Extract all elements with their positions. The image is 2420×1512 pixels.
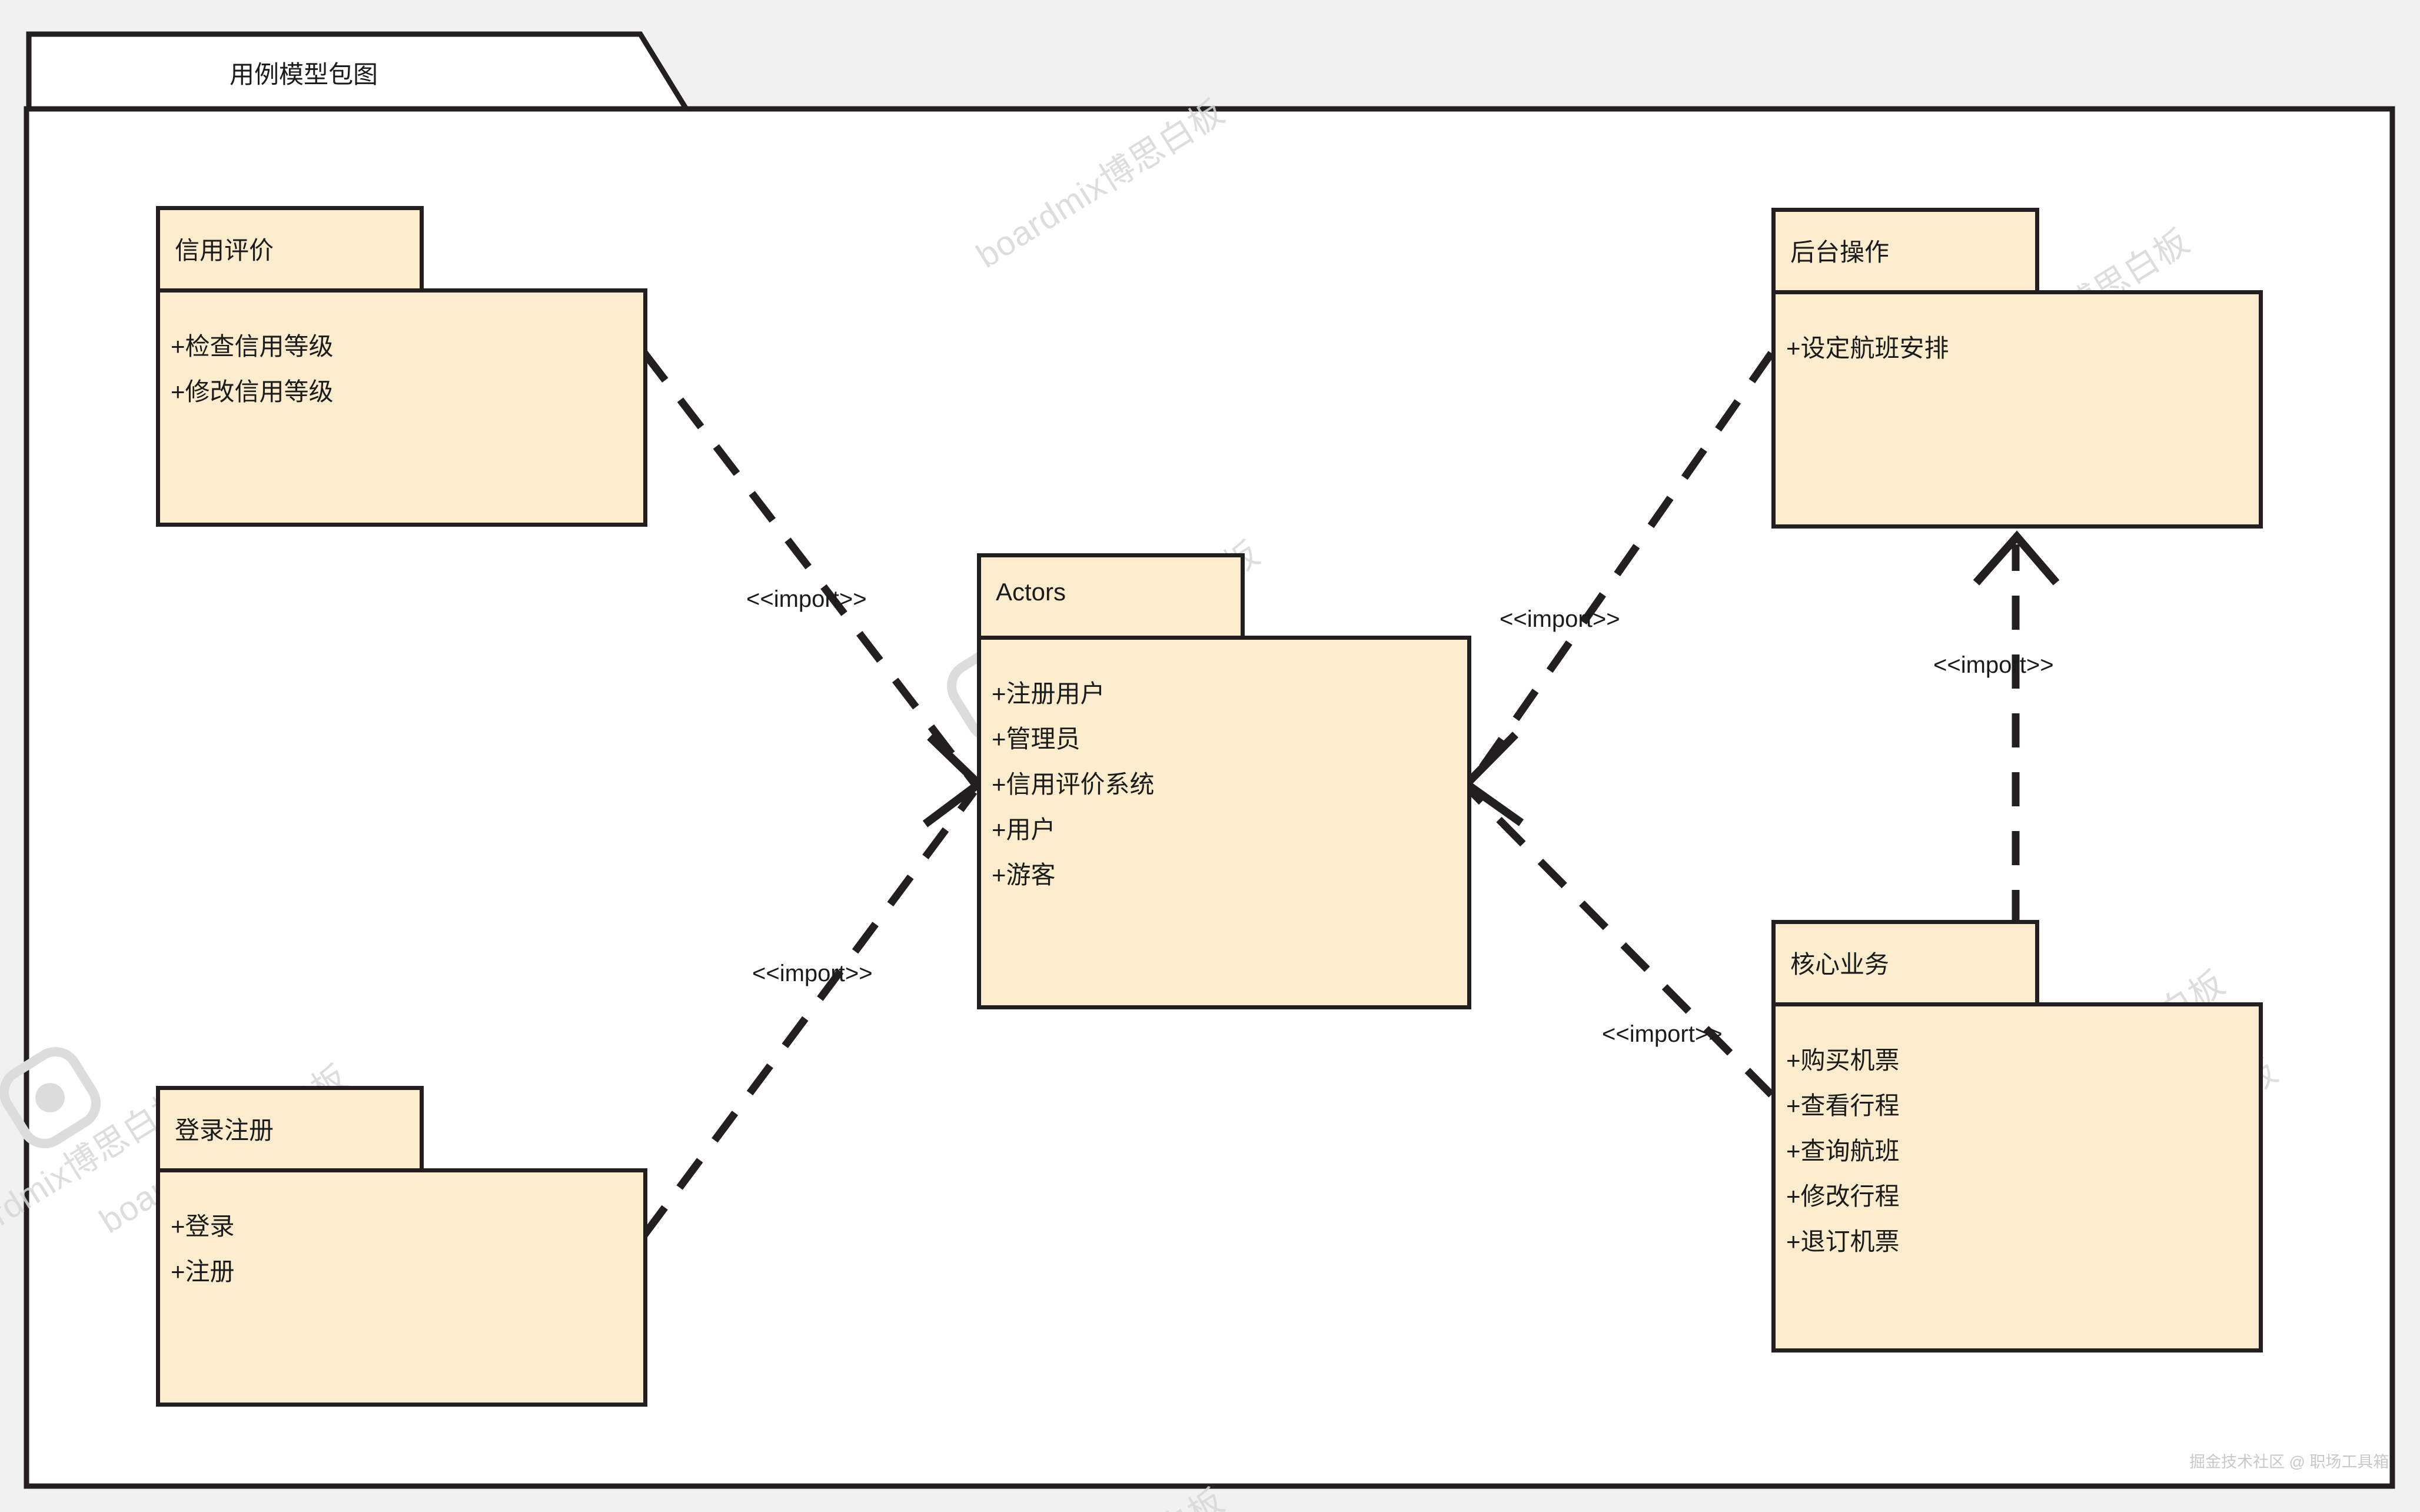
member-item: +查询航班 — [1786, 1137, 1900, 1165]
member-item: +查看行程 — [1786, 1092, 1900, 1119]
package-body — [1771, 290, 2263, 529]
package-body — [156, 1168, 647, 1407]
source-credit: 掘金技术社区 @ 职场工具箱 — [2189, 1453, 2389, 1471]
member-item: +修改行程 — [1786, 1182, 1900, 1210]
member-item: +注册 — [171, 1258, 235, 1285]
relation-core-to-backoffice — [1973, 530, 2060, 924]
member-item: +注册用户 — [992, 680, 1105, 707]
member-item: +修改信用等级 — [171, 378, 334, 406]
relation-label-backoffice-actors: <<import>> — [1500, 606, 1620, 632]
package-name: 登录注册 — [175, 1116, 274, 1144]
member-item: +登录 — [171, 1212, 235, 1240]
relation-label-core-backoffice: <<import>> — [1933, 652, 2054, 678]
package-body — [156, 288, 647, 527]
member-item: +管理员 — [992, 725, 1081, 753]
package-name: 核心业务 — [1790, 951, 1890, 978]
package-members: +登录 +注册 — [171, 1204, 235, 1294]
page-title: 用例模型包图 — [230, 61, 378, 88]
member-item: +退订机票 — [1786, 1228, 1900, 1255]
package-backoffice[interactable]: 后台操作 +设定航班安排 — [1771, 208, 2263, 529]
arrowhead-core-backoffice — [1973, 530, 2060, 586]
member-item: +购买机票 — [1786, 1046, 1900, 1074]
relation-core-to-actors — [1468, 789, 1774, 1098]
package-members: +注册用户 +管理员 +信用评价系统 +用户 +游客 — [992, 671, 1155, 898]
package-core[interactable]: 核心业务 +购买机票 +查看行程 +查询航班 +修改行程 +退订机票 — [1771, 920, 2263, 1353]
package-name: Actors — [996, 578, 1066, 606]
package-actors[interactable]: Actors +注册用户 +管理员 +信用评价系统 +用户 +游客 — [977, 553, 1471, 1009]
relation-label-credit-actors: <<import>> — [746, 586, 867, 612]
relation-auth-to-actors — [641, 789, 978, 1237]
member-item: +游客 — [992, 861, 1056, 889]
package-tab — [156, 206, 424, 293]
frame-title-tab — [26, 31, 692, 112]
member-item: +用户 — [992, 816, 1056, 843]
package-members: +设定航班安排 — [1786, 325, 1949, 371]
member-item: +信用评价系统 — [992, 770, 1155, 798]
relation-label-auth-actors: <<import>> — [752, 961, 873, 986]
relation-label-core-actors: <<import>> — [1602, 1021, 1723, 1047]
package-tab — [1771, 208, 2039, 294]
package-credit[interactable]: 信用评价 +检查信用等级 +修改信用等级 — [156, 206, 647, 527]
package-auth[interactable]: 登录注册 +登录 +注册 — [156, 1086, 647, 1407]
package-members: +检查信用等级 +修改信用等级 — [171, 324, 334, 414]
package-body — [1771, 1002, 2263, 1353]
package-name: 信用评价 — [175, 237, 274, 264]
package-name: 后台操作 — [1790, 238, 1890, 266]
member-item: +设定航班安排 — [1786, 334, 1949, 362]
package-body — [977, 636, 1471, 1009]
package-members: +购买机票 +查看行程 +查询航班 +修改行程 +退订机票 — [1786, 1038, 1900, 1264]
member-item: +检查信用等级 — [171, 333, 334, 360]
